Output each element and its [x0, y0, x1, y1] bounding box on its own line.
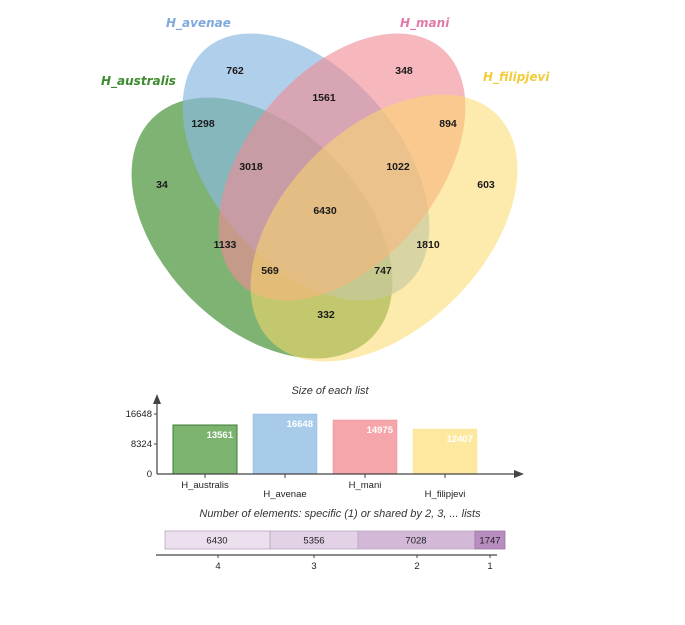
shared-tick: 4: [215, 561, 220, 572]
bar-value: 14975: [367, 425, 394, 436]
y-tick-mid: 8324: [131, 439, 152, 450]
region-count: 569: [261, 265, 279, 277]
size-bar-chart: Size of each list 13561 16648 14975 1240…: [126, 385, 524, 500]
label-h-australis: H_australis: [101, 74, 176, 89]
segment-value: 7028: [405, 536, 426, 547]
region-count: 1133: [214, 239, 237, 251]
region-count: 1022: [386, 161, 410, 173]
region-count: 603: [477, 179, 495, 191]
segment-value: 5356: [303, 536, 324, 547]
region-count: 1561: [312, 92, 336, 104]
bar-value: 12407: [447, 434, 473, 445]
region-count: 1298: [191, 118, 215, 130]
region-count: 34: [156, 179, 168, 191]
label-h-avenae: H_avenae: [166, 16, 231, 31]
bar-value: 13561: [207, 430, 234, 441]
shared-tick: 3: [311, 561, 316, 572]
size-chart-title: Size of each list: [291, 385, 369, 397]
x-axis-arrow-icon: [514, 470, 524, 478]
segment-value: 1747: [479, 536, 500, 547]
ellipse-h-filipjevi: [250, 94, 518, 362]
label-h-mani: H_mani: [400, 16, 450, 31]
shared-tick: 1: [487, 561, 492, 572]
x-label-h-filipjevi: H_filipjevi: [425, 489, 466, 500]
shared-tick: 2: [414, 561, 419, 572]
segment-specific-1: [474, 530, 506, 550]
y-tick-max: 16648: [126, 409, 152, 420]
region-count: 3018: [239, 161, 263, 173]
region-count: 348: [395, 65, 413, 77]
shared-chart-title: Number of elements: specific (1) or shar…: [199, 508, 481, 520]
label-h-filipjevi: H_filipjevi: [483, 70, 550, 85]
bar-h-australis: [172, 424, 238, 475]
shared-stacked-bar: Number of elements: specific (1) or shar…: [156, 508, 506, 572]
region-count: 894: [439, 118, 457, 130]
region-count: 1810: [416, 239, 440, 251]
region-count: 6430: [313, 205, 337, 217]
x-label-h-australis: H_australis: [181, 480, 229, 491]
region-count: 332: [317, 309, 335, 321]
venn-diagram: [131, 33, 518, 362]
bar-value: 16648: [287, 419, 313, 430]
bar-h-mani: [332, 419, 398, 475]
region-count: 747: [374, 265, 392, 277]
region-count: 762: [226, 65, 244, 77]
bar-h-avenae: [252, 413, 318, 475]
y-axis-arrow-icon: [153, 394, 161, 404]
x-label-h-avenae: H_avenae: [263, 489, 306, 500]
x-label-h-mani: H_mani: [349, 480, 382, 491]
y-tick-zero: 0: [147, 469, 152, 480]
bar-h-filipjevi: [412, 428, 478, 475]
segment-value: 6430: [206, 536, 227, 547]
